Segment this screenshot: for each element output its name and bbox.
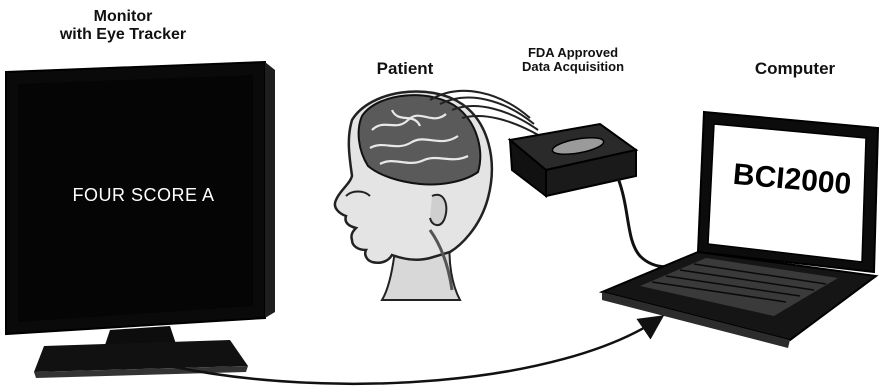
monitor-icon: [6, 62, 275, 378]
data-acquisition-box-icon: [510, 124, 636, 196]
monitor-label: Monitor with Eye Tracker: [18, 8, 228, 43]
monitor-label-line2: with Eye Tracker: [18, 26, 228, 44]
computer-label: Computer: [725, 60, 865, 79]
patient-head-icon: [335, 91, 492, 300]
monitor-screen-text: FOUR SCORE A: [36, 185, 251, 206]
daq-to-laptop-cable: [618, 178, 674, 267]
data-acquisition-label: FDA Approved Data Acquisition: [478, 46, 668, 75]
monitor-label-line1: Monitor: [18, 8, 228, 26]
data-acquisition-label-line1: FDA Approved: [478, 46, 668, 60]
data-acquisition-label-line2: Data Acquisition: [478, 60, 668, 74]
arrow-icon: [170, 318, 660, 384]
patient-label: Patient: [350, 60, 460, 79]
laptop-icon: [602, 112, 878, 348]
